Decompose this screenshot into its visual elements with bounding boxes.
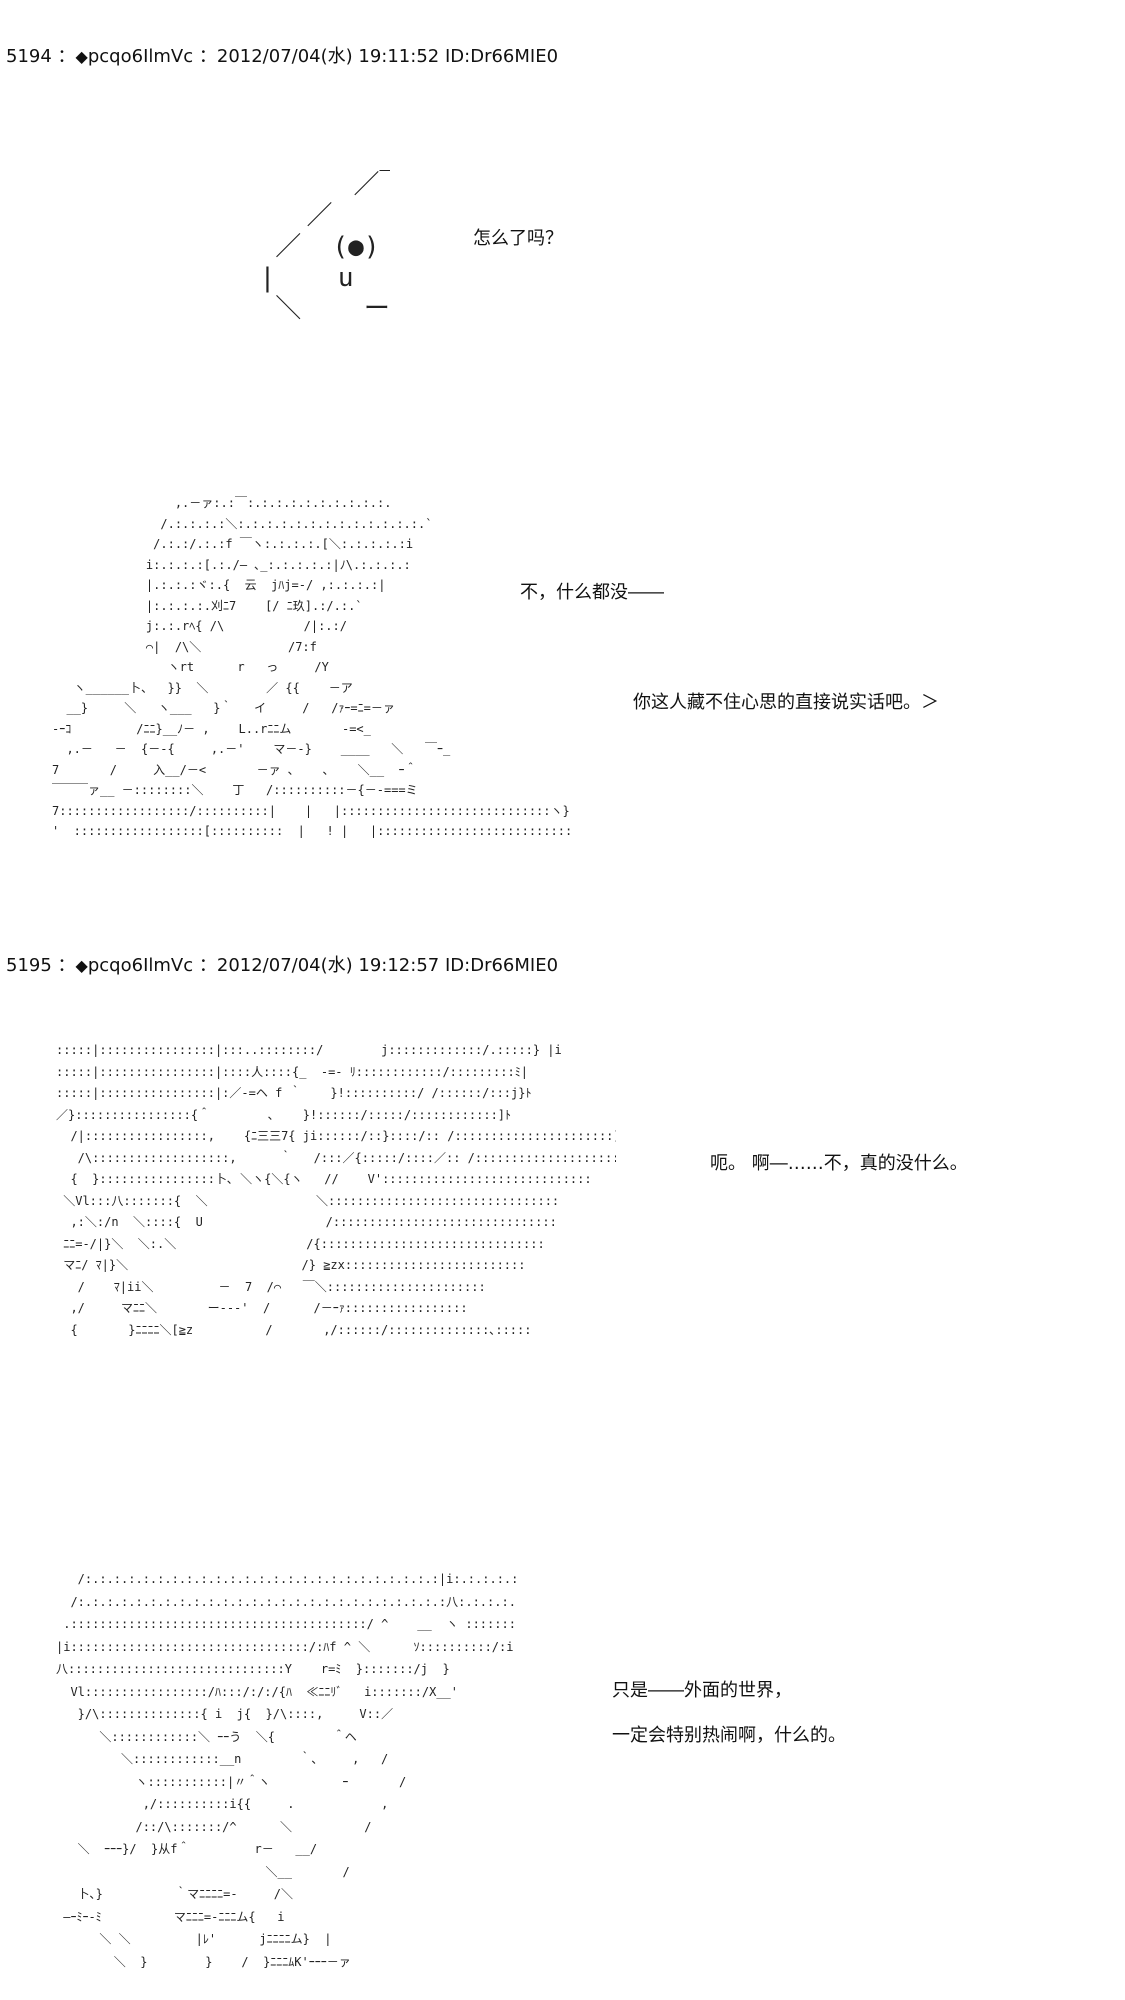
poster-name[interactable]: pcqo6IlmVc [87,955,194,976]
poster-id[interactable]: ID:Dr66MIE0 [444,46,559,67]
ascii-art-figure: :::::|::::::::::::::::|:::..::::::::/ j:… [56,1043,616,1337]
dialogue-line: 不，什么都没―― [520,582,664,603]
poster-name[interactable]: pcqo6IlmVc [87,46,194,67]
dialogue-line: 怎么了吗？ [473,228,563,249]
diamond-icon: ◆ [75,47,88,66]
dialogue-line: 只是――外面的世界， [612,1680,792,1701]
post-date: 2012/07/04(水) 19:12:57 [216,955,440,976]
ascii-art-figure: ,.－ァ:.:￣:.:.:.:.:.:.:.:.:.:. /.:.:.:.:＼:… [52,496,572,838]
post-header: 5195 ：◆pcqo6IlmVc ：2012/07/04(水) 19:12:5… [6,955,558,977]
post-separator: ： [198,955,217,976]
post-number: 5195 [6,955,52,976]
ascii-art-face: ／￣￣￣＼ ／ ノ ＼ ／ (●) (●) ＼ | u , | ＼ ー－ ／ [259,170,390,324]
diamond-icon: ◆ [75,956,88,975]
post-date: 2012/07/04(水) 19:11:52 [216,46,440,67]
post-separator: ： [57,46,76,67]
ascii-art-figure: /:.:.:.:.:.:.:.:.:.:.:.:.:.:.:.:.:.:.:.:… [56,1572,516,1969]
post-separator: ： [198,46,217,67]
poster-id[interactable]: ID:Dr66MIE0 [444,955,559,976]
post-number: 5194 [6,46,52,67]
post-header: 5194 ：◆pcqo6IlmVc ：2012/07/04(水) 19:11:5… [6,46,558,68]
dialogue-line: 一定会特别热闹啊，什么的。 [612,1725,846,1746]
dialogue-line: 呃。 啊―……不，真的没什么。 [710,1153,968,1174]
dialogue-line: 你这人藏不住心思的直接说实话吧。＞ [633,692,939,713]
post-separator: ： [57,955,76,976]
